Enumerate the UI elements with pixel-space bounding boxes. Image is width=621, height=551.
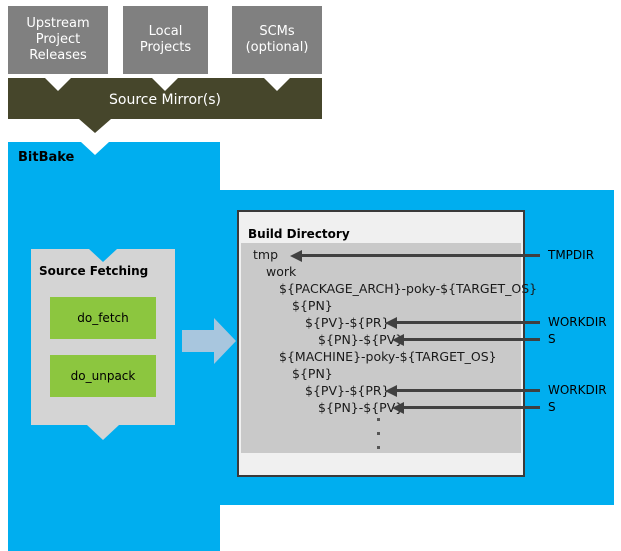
annotation-label-s-2: S — [548, 400, 556, 414]
tree-line: ${PV}-${PR} — [305, 383, 390, 398]
tree-line: ${PN}-${PV} — [318, 332, 404, 347]
source-mirror-label: Source Mirror(s) — [109, 92, 221, 108]
annotation-label-s-1: S — [548, 332, 556, 346]
bitbake-region-upper — [8, 142, 220, 190]
tree-line: work — [266, 264, 297, 279]
source-fetching-top-notch-icon — [89, 249, 117, 262]
build-directory-tree-area — [241, 243, 521, 453]
annotation-arrowhead-tmpdir-icon — [290, 250, 302, 262]
annotation-shaft-workdir-2 — [397, 389, 540, 392]
tree-line: ${PN}-${PV} — [318, 400, 404, 415]
bitbake-title: BitBake — [18, 150, 75, 165]
annotation-label-tmpdir: TMPDIR — [548, 248, 595, 262]
annotation-shaft-workdir-1 — [397, 321, 540, 324]
tree-line: ${PACKAGE_ARCH}-poky-${TARGET_OS} — [279, 281, 538, 296]
source-box-local-projects: Local Projects — [123, 6, 208, 74]
task-label: do_fetch — [77, 311, 129, 325]
annotation-arrowhead-workdir-1-icon — [385, 317, 397, 329]
bitbake-region-lower — [8, 505, 220, 551]
task-label: do_unpack — [70, 369, 136, 383]
tree-line: ${MACHINE}-poky-${TARGET_OS} — [279, 349, 497, 364]
mirror-to-bitbake-arrow-icon — [79, 119, 111, 133]
annotation-arrowhead-workdir-2-icon — [385, 385, 397, 397]
ellipsis-dot — [377, 418, 380, 421]
source-box-upstream-project-releases: Upstream Project Releases — [8, 6, 108, 74]
annotation-shaft-s-1 — [404, 338, 540, 341]
source-box-label: SCMs (optional) — [245, 24, 309, 55]
annotation-label-workdir-1: WORKDIR — [548, 315, 607, 329]
annotation-arrowhead-s-1-icon — [392, 334, 404, 346]
tree-line: ${PN} — [292, 366, 333, 381]
ellipsis-dot — [377, 432, 380, 435]
tree-line: tmp — [253, 247, 279, 262]
annotation-arrowhead-s-2-icon — [392, 402, 404, 414]
source-box-label: Upstream Project Releases — [26, 16, 90, 63]
annotation-label-workdir-2: WORKDIR — [548, 383, 607, 397]
chevron-notch-upstream-icon — [45, 78, 71, 91]
ellipsis-dot — [377, 446, 380, 449]
annotation-shaft-tmpdir — [302, 254, 540, 257]
source-box-scms-optional: SCMs (optional) — [232, 6, 322, 74]
source-fetching-title: Source Fetching — [39, 264, 149, 278]
task-box-do-fetch[interactable]: do_fetch — [50, 297, 156, 339]
chevron-notch-local-icon — [152, 78, 178, 91]
chevron-notch-scms-icon — [264, 78, 290, 91]
fetch-to-build-arrow-shaft — [182, 330, 214, 352]
tree-line: ${PV}-${PR} — [305, 315, 390, 330]
task-box-do-unpack[interactable]: do_unpack — [50, 355, 156, 397]
build-directory-title: Build Directory — [248, 227, 350, 241]
annotation-shaft-s-2 — [404, 406, 540, 409]
fetch-to-build-arrow-head-icon — [214, 318, 236, 364]
source-box-label: Local Projects — [139, 24, 192, 55]
source-fetching-bottom-arrow-icon — [87, 425, 119, 440]
bitbake-top-notch-icon — [81, 142, 109, 155]
tree-line: ${PN} — [292, 298, 333, 313]
